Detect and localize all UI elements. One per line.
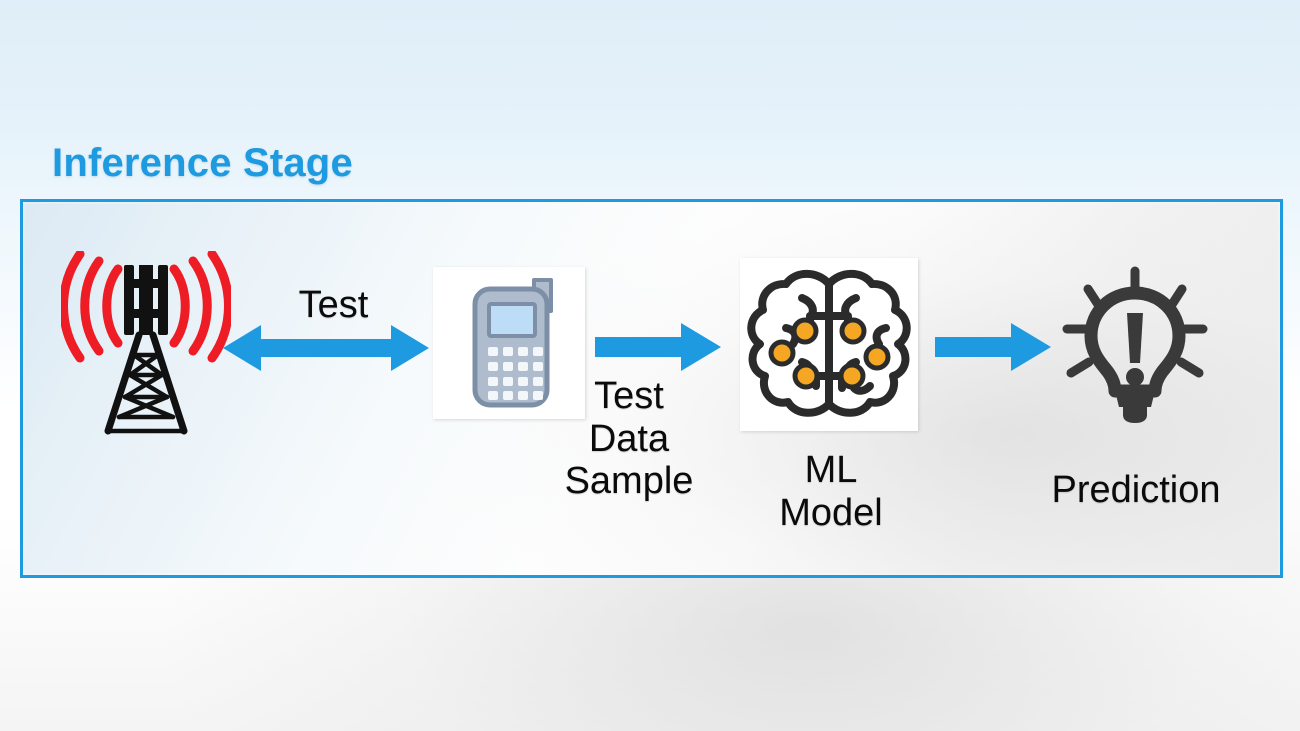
edge-label-test: Test [298,284,369,326]
lightbulb-icon [1062,266,1208,423]
arrow-bidirectional-tower-phone [223,325,429,371]
node-label-ml-model: ML Model [779,449,883,534]
prediction-node [1055,265,1215,425]
node-label-test-data-sample: Test Data Sample [564,375,694,503]
arrow-model-to-prediction [935,323,1051,371]
page-title: Inference Stage [52,141,353,185]
mobile-phone-icon [472,278,553,408]
brain-icon [747,269,911,417]
node-label-prediction: Prediction [1051,469,1221,511]
arrow-phone-to-model [595,323,721,371]
ml-model-tile [740,258,918,431]
inference-stage-box: Test [20,199,1283,578]
mobile-phone-tile [433,267,585,419]
cell-tower-node [59,249,233,441]
cell-tower-icon [59,249,233,435]
